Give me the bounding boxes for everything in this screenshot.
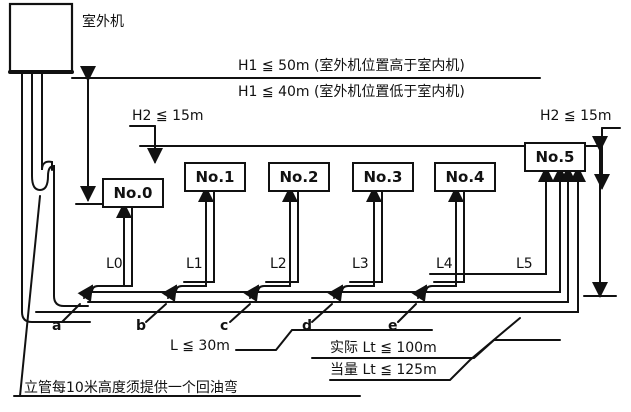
branch-label-l1: L1	[186, 256, 203, 272]
branch-pipe-l5c	[524, 166, 576, 303]
branch-pipe-l1	[175, 186, 214, 293]
oil-trap-leader	[13, 195, 41, 397]
indoor-unit-no1: No.1	[184, 162, 246, 192]
junction-label-c: c	[220, 318, 229, 334]
branch-label-l0: L0	[106, 256, 123, 272]
h1-upper-label: H1 ≦ 50m (室外机位置高于室内机)	[238, 58, 465, 74]
branch-pipe-l0b	[99, 203, 133, 287]
branch-pipe-l4	[425, 186, 464, 293]
indoor-unit-no0: No.0	[102, 178, 164, 208]
riser-pipe-2	[31, 71, 89, 307]
h2-left-label: H2 ≦ 15m	[132, 108, 204, 124]
branch-label-l3: L3	[352, 256, 369, 272]
branch-label-l4: L4	[436, 256, 453, 272]
riser-pipe-3	[41, 71, 53, 171]
branch-pipe-l4b	[433, 187, 465, 283]
indoor-unit-no5: No.5	[524, 142, 586, 172]
leader-d	[311, 303, 333, 323]
branch-pipe-l3	[341, 186, 382, 293]
branch-pipe-l5b	[519, 166, 568, 293]
branch-pipe-l2b	[265, 187, 299, 283]
indoor-unit-no4: No.4	[434, 162, 496, 192]
l-limit-leader	[235, 329, 433, 351]
branch-pipe-l5d	[559, 166, 586, 313]
oil-trap-note: 立管每10米高度须提供一个回油弯	[24, 380, 238, 396]
outdoor-unit-label: 室外机	[82, 14, 124, 30]
junction-arrow-a	[77, 284, 94, 303]
junction-arrow-e	[411, 284, 428, 303]
indoor-unit-no3: No.3	[352, 162, 414, 192]
indoor-unit-no2: No.2	[268, 162, 330, 192]
branch-pipe-l0	[91, 202, 132, 293]
junction-label-d: d	[302, 318, 313, 334]
junction-label-e: e	[388, 318, 398, 334]
outdoor-unit-box	[8, 2, 74, 74]
l-limit-label: L ≦ 30m	[170, 338, 230, 354]
h1-lower-label: H1 ≦ 40m (室外机位置低于室内机)	[238, 84, 465, 100]
lt-equivalent-leader	[329, 317, 521, 381]
branch-pipe-l2	[257, 186, 298, 293]
lt-actual-label: 实际 Lt ≦ 100m	[330, 340, 437, 356]
junction-arrow-d	[327, 284, 344, 303]
leader-a	[61, 303, 81, 323]
branch-label-l5: L5	[516, 256, 533, 272]
branch-pipe-l5	[429, 166, 554, 275]
junction-label-a: a	[52, 318, 62, 334]
branch-pipe-l3b	[349, 187, 383, 283]
branch-label-l2: L2	[270, 256, 287, 272]
leader-e	[397, 303, 417, 323]
junction-label-b: b	[136, 318, 147, 334]
leader-b	[145, 303, 167, 323]
junction-arrow-c	[243, 284, 260, 303]
junction-arrow-b	[161, 284, 178, 303]
lt-equivalent-label: 当量 Lt ≦ 125m	[330, 362, 437, 378]
branch-pipe-l1b	[183, 187, 215, 283]
h2-right-label: H2 ≦ 15m	[540, 108, 612, 124]
leader-c	[229, 303, 251, 323]
riser-pipe-1	[21, 71, 91, 323]
